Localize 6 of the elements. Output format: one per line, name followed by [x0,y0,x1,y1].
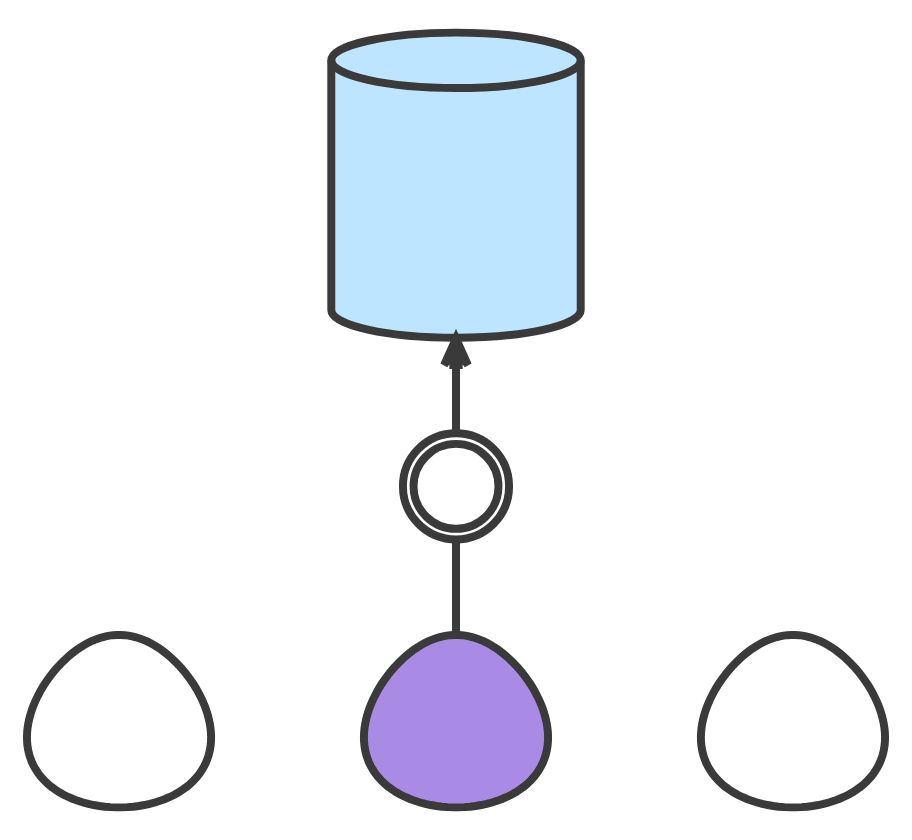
node-person [23,630,216,812]
node-person [696,630,889,812]
node-person [359,630,553,812]
node-clock [398,429,514,544]
arrow [440,334,472,433]
connector [452,539,460,635]
